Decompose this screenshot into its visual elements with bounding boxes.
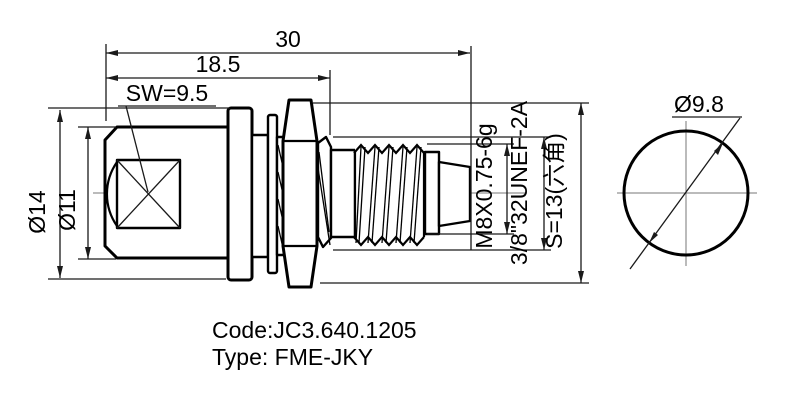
dim-body-diameter [78,126,116,260]
step-cylinder-outline [423,150,441,236]
threaded-section [353,143,426,247]
end-diameter-label: Ø9.8 [674,91,724,117]
thread-crest-bottom [353,235,425,247]
hex-size-label: S=13(六角) [541,133,567,249]
wrench-flat-label: SW=9.5 [126,80,208,106]
dim-end-diameter [629,116,742,270]
thread-hatch [355,146,422,244]
connector-body-outline [103,125,230,260]
dim-flange-diameter [48,107,230,280]
flange-diameter-label: Ø14 [24,190,50,234]
thread-crest-top [353,143,425,155]
lock-washer [316,135,333,249]
type-label: Type: FME-JKY [212,344,373,370]
thread-metric-label: M8X0.75-6g [471,123,497,248]
body-diameter-label: Ø11 [54,189,80,231]
dim-thread-metric [427,143,514,235]
thread-unef-label: 3/8"32UNEF-2A [506,100,532,265]
dimensions [48,44,589,284]
overall-length-label: 30 [275,26,301,52]
end-view-circle [622,129,750,257]
bore-arc [105,161,118,227]
flat-washer-outline [266,113,279,275]
dim-hex-size [313,102,589,284]
dim-thread-unef [333,136,551,251]
thread-relief-outline [329,148,357,239]
tip-outline [437,160,472,228]
side-view [93,98,527,289]
dim-wrench-flat-leader [118,105,216,193]
annotation-text: 30 18.5 SW=9.5 Ø14 Ø11 M8X0.75-6g 3/8"32… [24,26,724,370]
code-label: Code:JC3.640.1205 [212,317,417,343]
square-cross-lines [116,159,181,229]
hex-nut [281,98,319,289]
flange-outline [226,106,254,282]
end-view [617,116,757,270]
body-length-label: 18.5 [196,51,241,77]
bushing-outline [250,133,270,259]
